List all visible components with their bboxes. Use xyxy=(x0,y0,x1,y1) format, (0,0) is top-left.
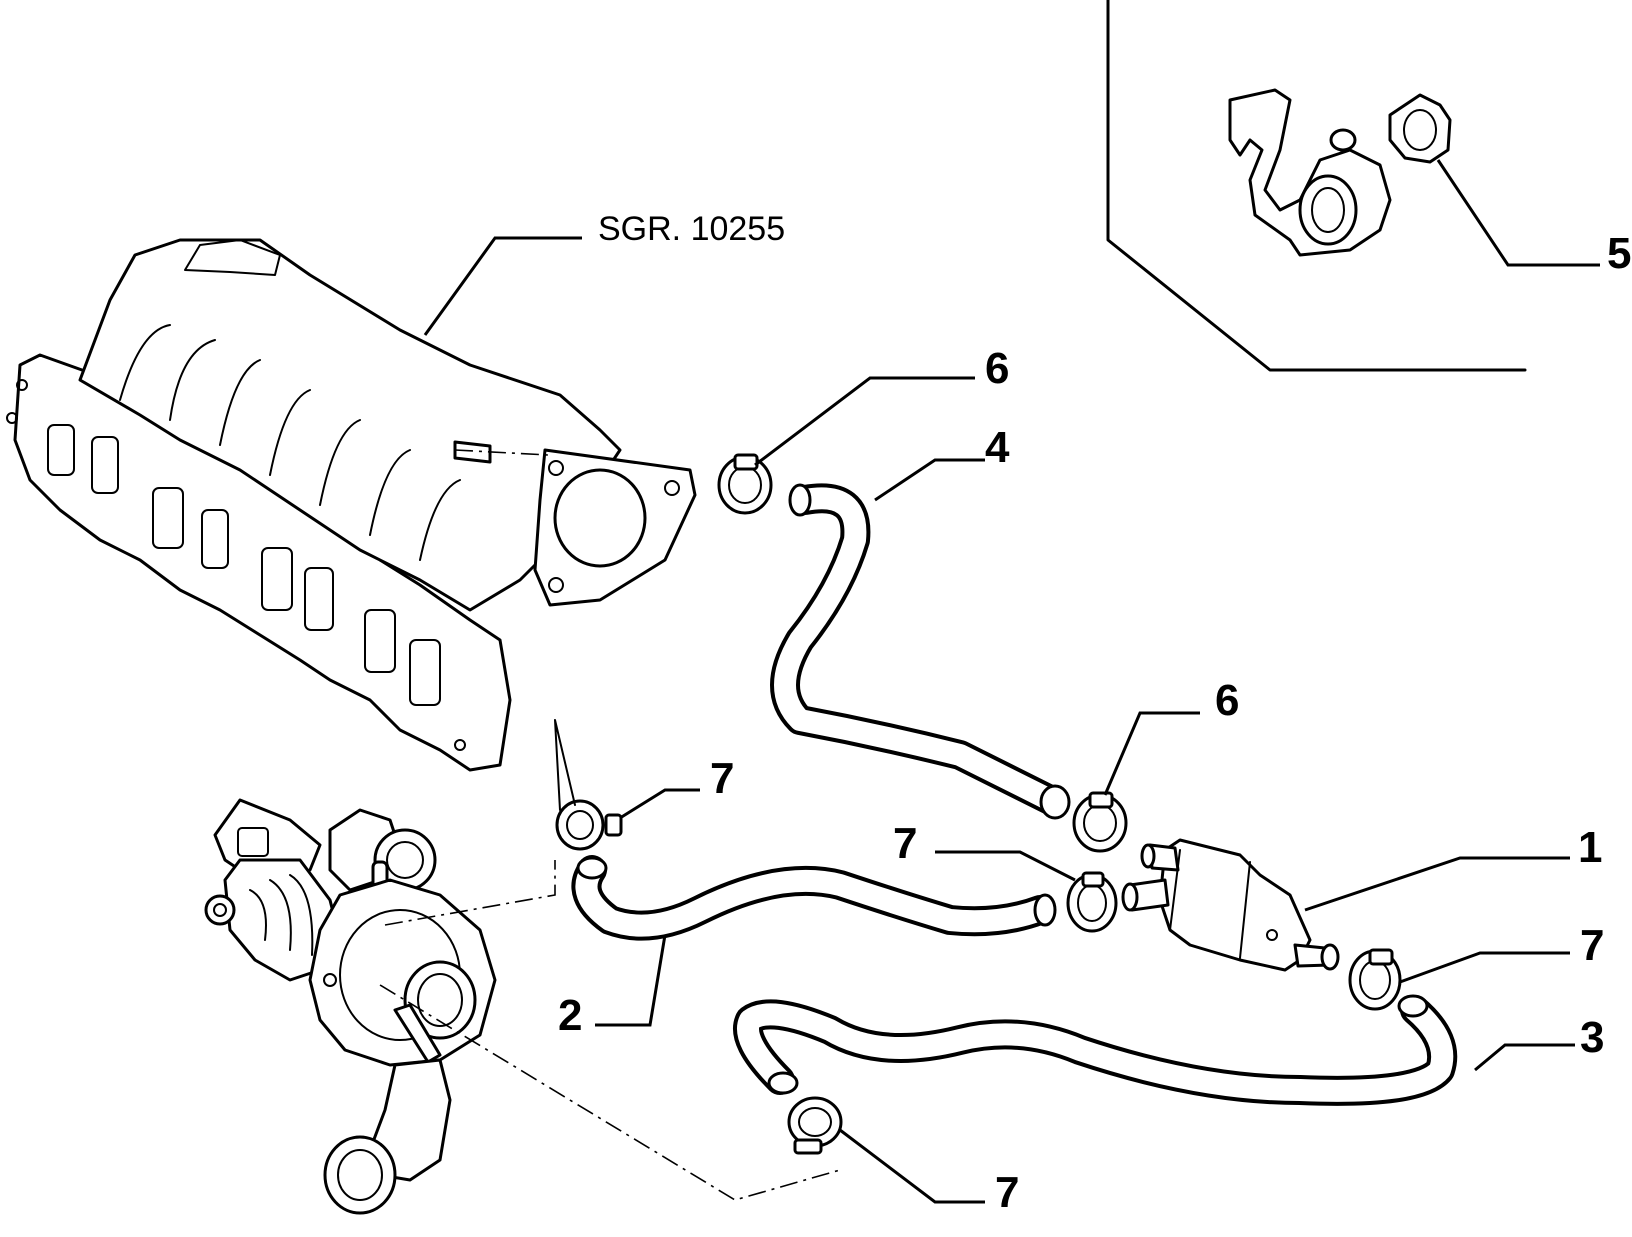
leader-6-lower xyxy=(1103,711,1200,796)
egr-valve xyxy=(1121,838,1340,972)
hose-clamp-6-lower xyxy=(1072,791,1128,853)
leader-sgr xyxy=(423,236,582,336)
centerline-turbo-lower xyxy=(379,984,841,1201)
manifold-runners xyxy=(119,324,461,561)
hose-clamp-6-upper xyxy=(717,453,773,515)
turbo-stud xyxy=(393,1003,442,1064)
hose-4 xyxy=(770,483,1071,820)
callout-5: 5 xyxy=(1607,229,1631,278)
callout-4: 4 xyxy=(985,423,1010,472)
hose-4-end xyxy=(788,483,812,517)
bolt-hole xyxy=(454,739,466,751)
callout-2: 2 xyxy=(558,991,582,1040)
callout-7-right: 7 xyxy=(1580,921,1604,970)
leader-7-right xyxy=(1399,951,1570,984)
hose-clamp-7-mid xyxy=(1066,871,1118,933)
turbo-boss xyxy=(204,894,236,926)
port-2a xyxy=(152,487,184,549)
compressor-outlet-inner xyxy=(417,973,463,1027)
leader-6-upper xyxy=(754,376,975,467)
callout-7-bottom: 7 xyxy=(995,1168,1019,1217)
bolt-hole xyxy=(6,412,18,424)
callout-1: 1 xyxy=(1578,823,1602,872)
callout-3: 3 xyxy=(1580,1013,1604,1062)
bracket-assembly xyxy=(1228,88,1452,257)
leader-1 xyxy=(1304,856,1570,912)
hose-clamp-7-right xyxy=(1348,948,1402,1011)
manifold-nipple xyxy=(453,440,492,464)
callout-7-mid: 7 xyxy=(893,819,917,868)
valve-nipple-top-end xyxy=(1140,843,1156,869)
port-1a xyxy=(47,424,75,476)
port-3a xyxy=(261,547,293,611)
egr-flange-bolt xyxy=(548,577,564,593)
bracket-ring-large xyxy=(1298,174,1358,246)
centerline-turbo-upper xyxy=(384,860,556,926)
bracket-ring-large-inner xyxy=(1311,187,1345,233)
valve-body xyxy=(1158,838,1312,972)
hose-2-end xyxy=(576,856,608,880)
turbo-bolt xyxy=(323,973,337,987)
hose-clamp-7-bottom xyxy=(787,1096,843,1155)
turbo-boss-hole xyxy=(213,903,227,917)
hose-4-end xyxy=(1039,784,1071,820)
valve-screw xyxy=(1266,929,1278,941)
clip-ring xyxy=(1388,93,1452,164)
intake-manifold xyxy=(6,238,697,772)
hose-3-end xyxy=(1397,994,1429,1018)
turbo-outlet-pipe xyxy=(368,1058,452,1182)
callout-7-upper: 7 xyxy=(710,754,734,803)
callout-6-upper: 6 xyxy=(985,344,1009,393)
hose-2 xyxy=(571,855,1057,941)
callout-6-lower: 6 xyxy=(1215,676,1239,725)
turbo-pipe-end xyxy=(323,1135,397,1215)
hose-3 xyxy=(733,994,1458,1106)
egr-flange-opening xyxy=(553,468,647,568)
leader-4 xyxy=(874,458,985,502)
egr-flange-bolt xyxy=(664,480,680,496)
hose-3-end xyxy=(767,1071,799,1095)
port-4b xyxy=(409,639,441,706)
valve-outlet-end xyxy=(1320,943,1340,971)
turbocharger xyxy=(204,798,497,1215)
bracket-hole xyxy=(1329,128,1357,152)
leader-3 xyxy=(1474,1043,1575,1072)
turbine-ribs xyxy=(249,874,314,956)
bolt-hole xyxy=(16,379,28,391)
leader-7-bottom xyxy=(839,1128,985,1204)
egr-flange-bolt xyxy=(548,460,564,476)
manifold-port xyxy=(184,239,281,276)
port-3b xyxy=(304,567,334,631)
leader-7-mid xyxy=(935,850,1076,882)
hose-2-end xyxy=(1033,893,1057,927)
turbo-pipe-end-inner xyxy=(337,1149,383,1201)
leader-5 xyxy=(1436,159,1600,267)
hose-clamp-7-upper xyxy=(555,799,623,851)
leader-2 xyxy=(595,934,667,1027)
port-1b xyxy=(91,436,119,494)
inset-panel: 5 xyxy=(1106,0,1631,372)
reference-label: SGR. 10255 xyxy=(598,210,785,248)
actuator-can-face xyxy=(386,841,424,879)
leader-7-upper xyxy=(619,788,700,820)
nipple-centerline xyxy=(454,449,549,456)
clip-ring-inner xyxy=(1403,109,1437,151)
port-2b xyxy=(201,509,229,569)
turbo-inlet-port xyxy=(237,827,269,857)
pointer-wedge xyxy=(554,719,576,811)
port-4a xyxy=(364,609,396,673)
inset-frame xyxy=(1106,0,1527,372)
valve-nipple-left-end xyxy=(1121,882,1139,912)
compressor-outlet xyxy=(403,960,477,1040)
